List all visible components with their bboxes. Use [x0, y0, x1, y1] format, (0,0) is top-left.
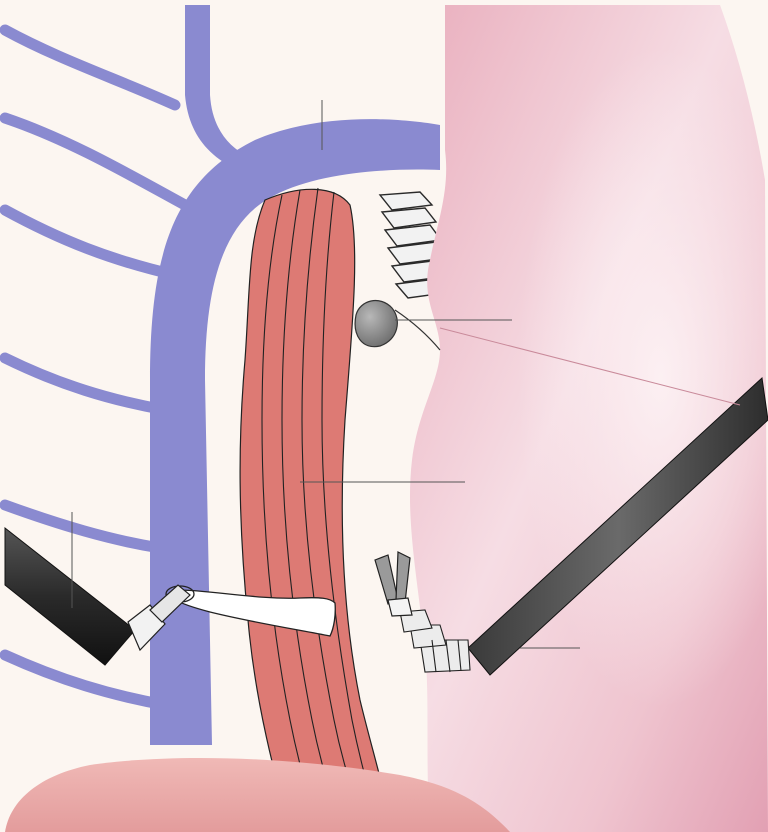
- lung: [410, 5, 768, 832]
- lung-highlight: [410, 5, 768, 832]
